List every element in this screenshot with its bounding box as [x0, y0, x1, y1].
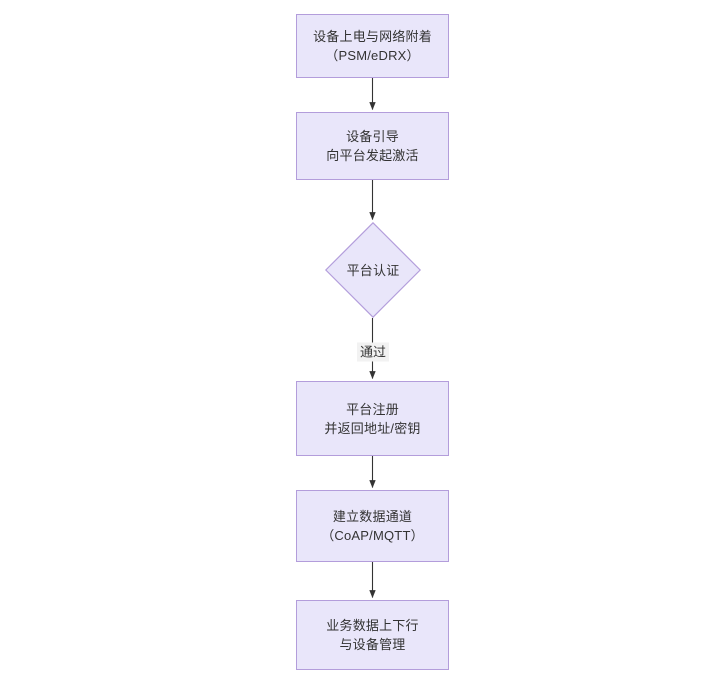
node-label: 设备引导 向平台发起激活 — [326, 129, 419, 163]
node-platform-registration[interactable]: 平台注册 并返回地址/密钥 — [296, 381, 449, 456]
node-establish-data-channel[interactable]: 建立数据通道 （CoAP/MQTT） — [296, 490, 449, 562]
node-label: 平台注册 并返回地址/密钥 — [324, 401, 421, 436]
node-label: 平台认证 — [346, 262, 400, 278]
node-device-power-on[interactable]: 设备上电与网络附着 （PSM/eDRX） — [296, 14, 449, 78]
node-device-bootstrap[interactable]: 设备引导 向平台发起激活 — [296, 112, 449, 180]
node-label: 建立数据通道 （CoAP/MQTT） — [321, 509, 424, 543]
node-platform-authentication[interactable]: 平台认证 — [325, 222, 421, 318]
node-label: 设备上电与网络附着 （PSM/eDRX） — [313, 29, 432, 63]
node-label: 业务数据上下行 与设备管理 — [326, 618, 419, 652]
node-business-data-and-device-management[interactable]: 业务数据上下行 与设备管理 — [296, 600, 449, 670]
diamond-shape — [325, 222, 421, 318]
edge-label-pass: 通过 — [356, 342, 390, 362]
